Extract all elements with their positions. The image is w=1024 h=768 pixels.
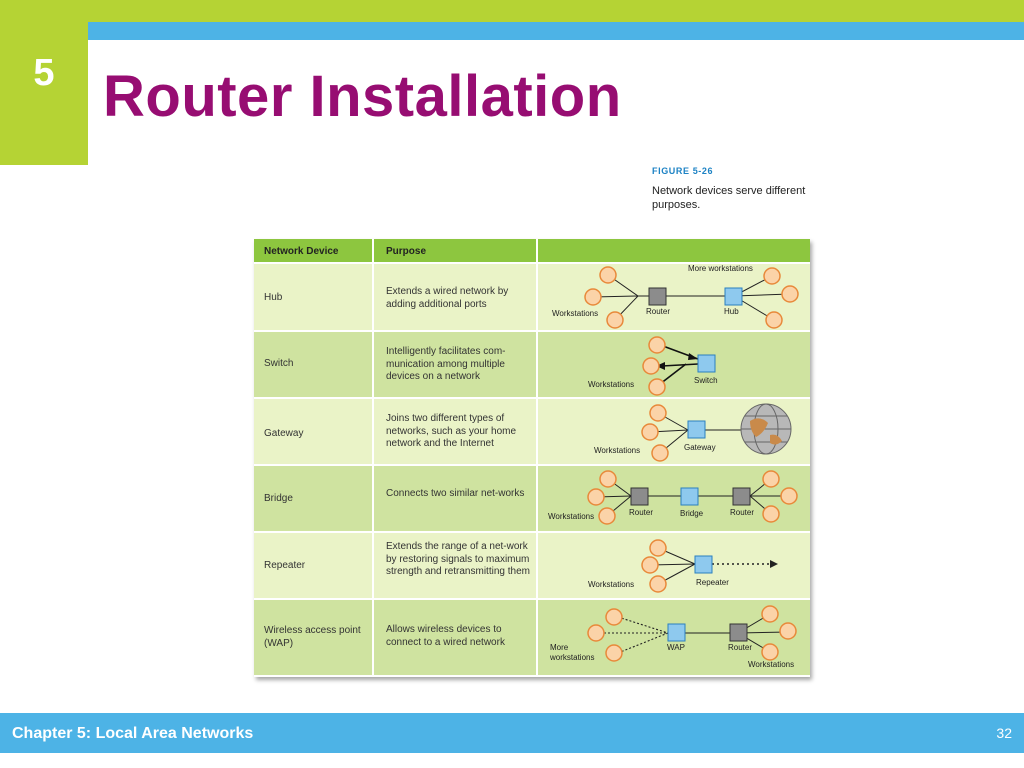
header-diagram xyxy=(538,239,810,264)
bridge-diagram: Workstations Router Bridge Router xyxy=(538,466,810,533)
label-gateway: Gateway xyxy=(684,443,716,452)
table-row: Wireless access point (WAP) Allows wirel… xyxy=(254,600,810,677)
figure-caption: Network devices serve different purposes… xyxy=(652,185,806,211)
hub-diagram: More workstations Workstations Router Hu… xyxy=(538,264,810,332)
label-bridge: Bridge xyxy=(680,509,704,518)
globe-icon xyxy=(740,403,792,455)
table-header-row: Network Device Purpose xyxy=(254,239,810,264)
device-purpose: Extends a wired network by adding additi… xyxy=(374,264,538,332)
label-workstations: Workstations xyxy=(594,446,640,455)
label-workstations: Workstations xyxy=(588,380,634,389)
label-router: Router xyxy=(728,643,752,652)
label-router: Router xyxy=(730,508,754,517)
table-row: Hub Extends a wired network by adding ad… xyxy=(254,264,810,332)
device-name: Gateway xyxy=(254,399,374,466)
chapter-number: 5 xyxy=(33,52,55,94)
chapter-number-box: 5 xyxy=(0,0,88,165)
wap-diagram: More workstations WAP Router Workstation… xyxy=(538,600,810,677)
network-devices-table: Network Device Purpose Hub Extends a wir… xyxy=(254,239,810,677)
label-workstations: Workstations xyxy=(748,660,794,669)
label-router: Router xyxy=(629,508,653,517)
table-row: Bridge Connects two similar net-works Wo… xyxy=(254,466,810,533)
table-row: Gateway Joins two different types of net… xyxy=(254,399,810,466)
figure-label: FIGURE 5-26 xyxy=(652,166,714,176)
label-workstations: Workstations xyxy=(552,309,598,318)
gateway-diagram: Workstations Gateway xyxy=(538,399,810,466)
label-workstations: Workstations xyxy=(588,580,634,589)
device-purpose: Joins two different types of networks, s… xyxy=(374,399,538,466)
label-hub: Hub xyxy=(724,307,739,316)
device-purpose: Connects two similar net-works xyxy=(374,466,538,533)
device-purpose: Extends the range of a net-work by resto… xyxy=(374,533,538,600)
page-number: 32 xyxy=(996,725,1012,741)
top-accent-bar xyxy=(0,0,1024,22)
slide-title: Router Installation xyxy=(103,64,622,129)
repeater-diagram: Workstations Repeater xyxy=(538,533,810,600)
device-name: Wireless access point (WAP) xyxy=(254,600,374,677)
device-name: Hub xyxy=(254,264,374,332)
label-switch: Switch xyxy=(694,376,718,385)
footer-bar: Chapter 5: Local Area Networks 32 xyxy=(0,713,1024,753)
device-name: Switch xyxy=(254,332,374,399)
label-router: Router xyxy=(646,307,670,316)
label-more: More xyxy=(550,643,569,652)
top-blue-stripe xyxy=(88,22,1024,40)
label-repeater: Repeater xyxy=(696,578,729,587)
table-row: Repeater Extends the range of a net-work… xyxy=(254,533,810,600)
footer-chapter: Chapter 5: Local Area Networks xyxy=(12,725,254,742)
device-purpose: Intelligently facilitates com-munication… xyxy=(374,332,538,399)
switch-diagram: Workstations Switch xyxy=(538,332,810,399)
header-purpose: Purpose xyxy=(374,239,538,264)
label-wap: WAP xyxy=(667,643,685,652)
label-more-workstations: workstations xyxy=(549,653,594,662)
table-row: Switch Intelligently facilitates com-mun… xyxy=(254,332,810,399)
device-name: Repeater xyxy=(254,533,374,600)
header-device: Network Device xyxy=(254,239,374,264)
device-purpose: Allows wireless devices to connect to a … xyxy=(374,600,538,677)
label-more-workstations: More workstations xyxy=(688,264,753,273)
label-workstations: Workstations xyxy=(548,512,594,521)
device-name: Bridge xyxy=(254,466,374,533)
